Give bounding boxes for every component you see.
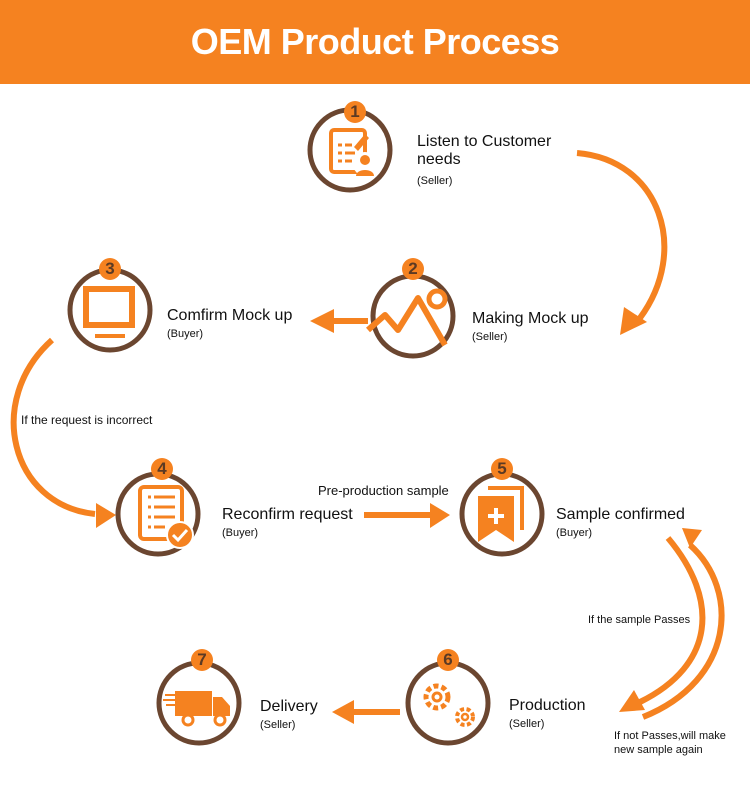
arrowhead-step2 xyxy=(620,307,647,335)
step-5-badge: 5 xyxy=(491,458,513,480)
arrowhead-step3 xyxy=(310,309,334,333)
step-3-role: (Buyer) xyxy=(167,328,204,340)
step-5-circle xyxy=(459,471,545,557)
form-user-icon xyxy=(329,128,377,176)
gears-icon xyxy=(423,683,475,727)
bookmark-plus-icon xyxy=(478,486,524,542)
arrowhead-step4 xyxy=(96,503,116,528)
arrow-step1-to-step2 xyxy=(576,150,668,320)
step-2-circle xyxy=(366,273,456,359)
arrowhead-step7 xyxy=(332,700,354,724)
header-banner xyxy=(0,0,750,84)
step-3-label: Comfirm Mock up (Buyer) xyxy=(167,307,292,341)
step-6-role: (Seller) xyxy=(509,718,545,730)
page-title: OEM Product Process xyxy=(190,21,560,62)
step-3-circle xyxy=(67,267,153,353)
step-6-circle xyxy=(405,660,491,746)
note-not-passes-line1: If not Passes,will make xyxy=(614,730,726,742)
step-1-role: (Seller) xyxy=(417,175,453,187)
step-5-label: Sample confirmed (Buyer) xyxy=(556,506,685,540)
step-1-title: Listen to Customer xyxy=(417,133,552,150)
step-7-label: Delivery (Seller) xyxy=(260,698,318,732)
note-request-incorrect: If the request is incorrect xyxy=(21,413,153,427)
truck-icon xyxy=(163,691,230,727)
step-2-role: (Seller) xyxy=(472,331,508,343)
step-7-circle xyxy=(156,660,242,746)
note-sample-passes: If the sample Passes xyxy=(588,614,691,626)
arrow-step3-to-step4 xyxy=(10,337,96,517)
note-preproduction-sample: Pre-production sample xyxy=(318,483,449,498)
step-5-title: Sample confirmed xyxy=(556,506,685,523)
checklist-icon xyxy=(138,485,194,549)
step-3-title: Comfirm Mock up xyxy=(167,307,293,324)
step-6-label: Production (Seller) xyxy=(509,697,586,731)
step-5-role: (Buyer) xyxy=(556,527,593,539)
step-4-badge: 4 xyxy=(151,458,173,480)
step-7-role: (Seller) xyxy=(260,719,296,731)
note-not-passes-line2: new sample again xyxy=(614,744,703,756)
step-2-label: Making Mock up (Seller) xyxy=(472,310,589,344)
step-6-badge: 6 xyxy=(437,649,459,671)
monitor-icon xyxy=(83,286,135,338)
arrow-step6-to-step5 xyxy=(641,542,725,720)
arrowhead-step5-return xyxy=(682,528,702,548)
step-6-title: Production xyxy=(509,697,586,714)
step-4-label: Reconfirm request (Buyer) xyxy=(222,506,353,540)
step-1-label: Listen to Customer needs (Seller) xyxy=(417,133,551,188)
step-4-title: Reconfirm request xyxy=(222,506,353,523)
step-3-badge: 3 xyxy=(99,258,121,280)
step-4-role: (Buyer) xyxy=(222,527,259,539)
step-2-title: Making Mock up xyxy=(472,310,589,327)
step-7-badge: 7 xyxy=(191,649,213,671)
image-icon xyxy=(366,288,448,347)
step-2-badge: 2 xyxy=(402,258,424,280)
step-7-title: Delivery xyxy=(260,698,318,715)
note-not-passes: If not Passes,will make new sample again xyxy=(614,729,726,757)
step-4-circle xyxy=(115,471,201,557)
step-1-badge: 1 xyxy=(344,101,366,123)
arrowhead-step6 xyxy=(619,690,645,712)
arrow-step5-to-step6 xyxy=(638,536,706,705)
step-1-title-cont: needs xyxy=(417,151,461,168)
arrowhead-step5 xyxy=(430,503,450,528)
